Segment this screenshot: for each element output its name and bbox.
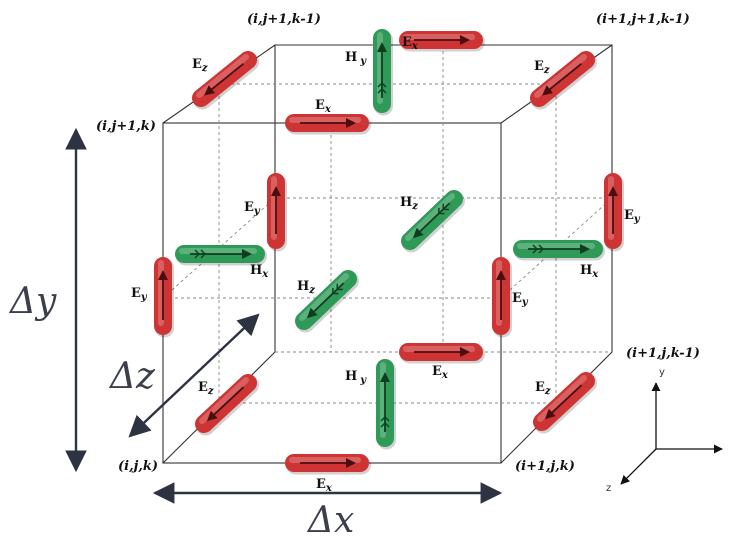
field-ex-bottom-front-arrow-head	[346, 458, 356, 468]
field-hy-top-chevron-1	[377, 88, 387, 94]
field-ez-bottom-right-highlight	[537, 375, 587, 422]
label-hx-right: Hx	[580, 263, 599, 280]
field-ey-left-front	[154, 257, 174, 338]
field-ex-bottom-back-arrow-head	[460, 347, 470, 357]
field-hy-bottom-arrow-head	[380, 372, 390, 382]
field-ez-top-left-arrow-head	[204, 85, 216, 96]
field-hx-left-arrow-head	[242, 249, 252, 259]
field-ez-top-right	[530, 51, 597, 110]
field-hz-front	[295, 270, 359, 333]
field-ey-right-back	[604, 173, 624, 252]
field-ez-bottom-right-arrow-head	[544, 408, 556, 420]
corner-bottom-front-right: (i+1,j,k)	[515, 459, 575, 474]
label-ex-top-back: Ex	[402, 35, 419, 52]
corner-top-front-left: (i,j+1,k)	[96, 119, 156, 134]
field-ez-bottom-right	[533, 372, 597, 434]
field-hx-left	[175, 245, 267, 266]
field-ex-top-front-arrow-head	[346, 118, 356, 128]
field-ez-top-left	[192, 51, 259, 110]
z-axis-arrow	[620, 448, 657, 485]
field-hy-bottom-chevron-1	[380, 422, 390, 428]
label-ez-bottom-left: Ez	[198, 380, 214, 397]
field-hz-center-arrow-shaft	[418, 202, 451, 234]
label-ex-top-front: Ex	[315, 98, 332, 115]
field-ez-top-right-arrow-head	[542, 85, 554, 96]
z-axis-label: z	[606, 483, 611, 494]
field-hy-top	[373, 29, 393, 116]
field-ex-bottom-front	[285, 454, 371, 475]
field-hz-front-arrow-head	[306, 307, 318, 319]
field-hz-front-chevron-1	[336, 283, 343, 291]
label-hz-center: Hz	[400, 195, 418, 212]
label-ez-bottom-right: Ez	[535, 380, 551, 397]
dx-label: Δx	[306, 500, 354, 536]
label-ey-right-front: Ey	[512, 291, 529, 308]
dz-arrow	[128, 313, 260, 438]
field-hx-left-chevron-2	[200, 249, 206, 259]
label-ey-left-back: Ey	[244, 200, 261, 217]
field-ez-top-left-arrow-shaft	[209, 63, 244, 92]
field-hx-right-chevron-1	[532, 244, 538, 254]
field-hx-left-chevron-1	[194, 249, 200, 259]
field-ey-right-front	[492, 257, 512, 338]
corner-bottom-back-right: (i+1,j,k-1)	[626, 346, 700, 361]
field-ez-top-right-arrow-shaft	[547, 63, 582, 92]
field-hz-front-chevron-2	[332, 287, 339, 295]
field-hx-right-arrow-head	[580, 244, 590, 254]
field-ex-top-back	[399, 31, 485, 52]
field-hz-center-highlight	[405, 193, 455, 241]
corner-top-back-left: (i,j+1,k-1)	[247, 12, 321, 27]
field-hz-front-arrow-shaft	[312, 282, 345, 314]
field-hy-bottom	[376, 359, 396, 450]
dy-label: Δy	[8, 281, 57, 322]
field-hx-right-chevron-2	[538, 244, 544, 254]
field-ey-left-back-arrow-head	[271, 186, 281, 196]
label-hx-left: Hx	[250, 263, 269, 280]
field-hy-top-arrow-head	[377, 42, 387, 52]
label-ez-top-left: Ez	[192, 57, 208, 74]
field-hz-front-highlight	[299, 273, 349, 321]
dz-label: Δz	[108, 356, 156, 397]
field-hx-right	[513, 240, 605, 261]
field-components	[154, 29, 624, 475]
field-ez-top-right-highlight	[534, 54, 587, 98]
field-hz-center-chevron-2	[438, 207, 445, 215]
field-hz-center-chevron-1	[442, 203, 449, 211]
field-ez-top-left-highlight	[196, 54, 249, 98]
field-ey-left-back	[267, 173, 287, 252]
field-ey-right-back-arrow-head	[608, 186, 618, 196]
label-ey-left-front: Ey	[131, 286, 148, 303]
field-ex-top-back-arrow-head	[460, 35, 470, 45]
corner-bottom-front-left: (i,j,k)	[118, 459, 158, 474]
field-ey-left-front-arrow-head	[158, 270, 168, 280]
field-ez-bottom-right-arrow-shaft	[550, 384, 583, 415]
label-ex-bottom-front: Ex	[316, 477, 333, 494]
field-ex-top-front	[285, 114, 371, 135]
field-hy-top-chevron-2	[377, 82, 387, 88]
corner-labels: (i,j+1,k-1) (i+1,j+1,k-1) (i,j+1,k) (i+1…	[96, 12, 700, 474]
coordinate-axes: y z	[606, 367, 723, 494]
field-hz-center-arrow-head	[412, 227, 424, 239]
label-ey-right-back: Ey	[624, 208, 641, 225]
label-ez-top-right: Ez	[534, 59, 550, 76]
label-hz-front: Hz	[297, 279, 315, 296]
field-hy-bottom-chevron-2	[380, 416, 390, 422]
corner-top-back-right: (i+1,j+1,k-1)	[596, 12, 690, 27]
dimension-arrows: Δy Δz Δx	[8, 127, 503, 536]
y-axis-label: y	[659, 367, 665, 378]
label-ex-bottom-back: Ex	[432, 364, 449, 381]
field-hz-center	[401, 190, 465, 253]
field-ex-bottom-back	[399, 343, 485, 364]
field-ey-right-front-arrow-head	[496, 270, 506, 280]
